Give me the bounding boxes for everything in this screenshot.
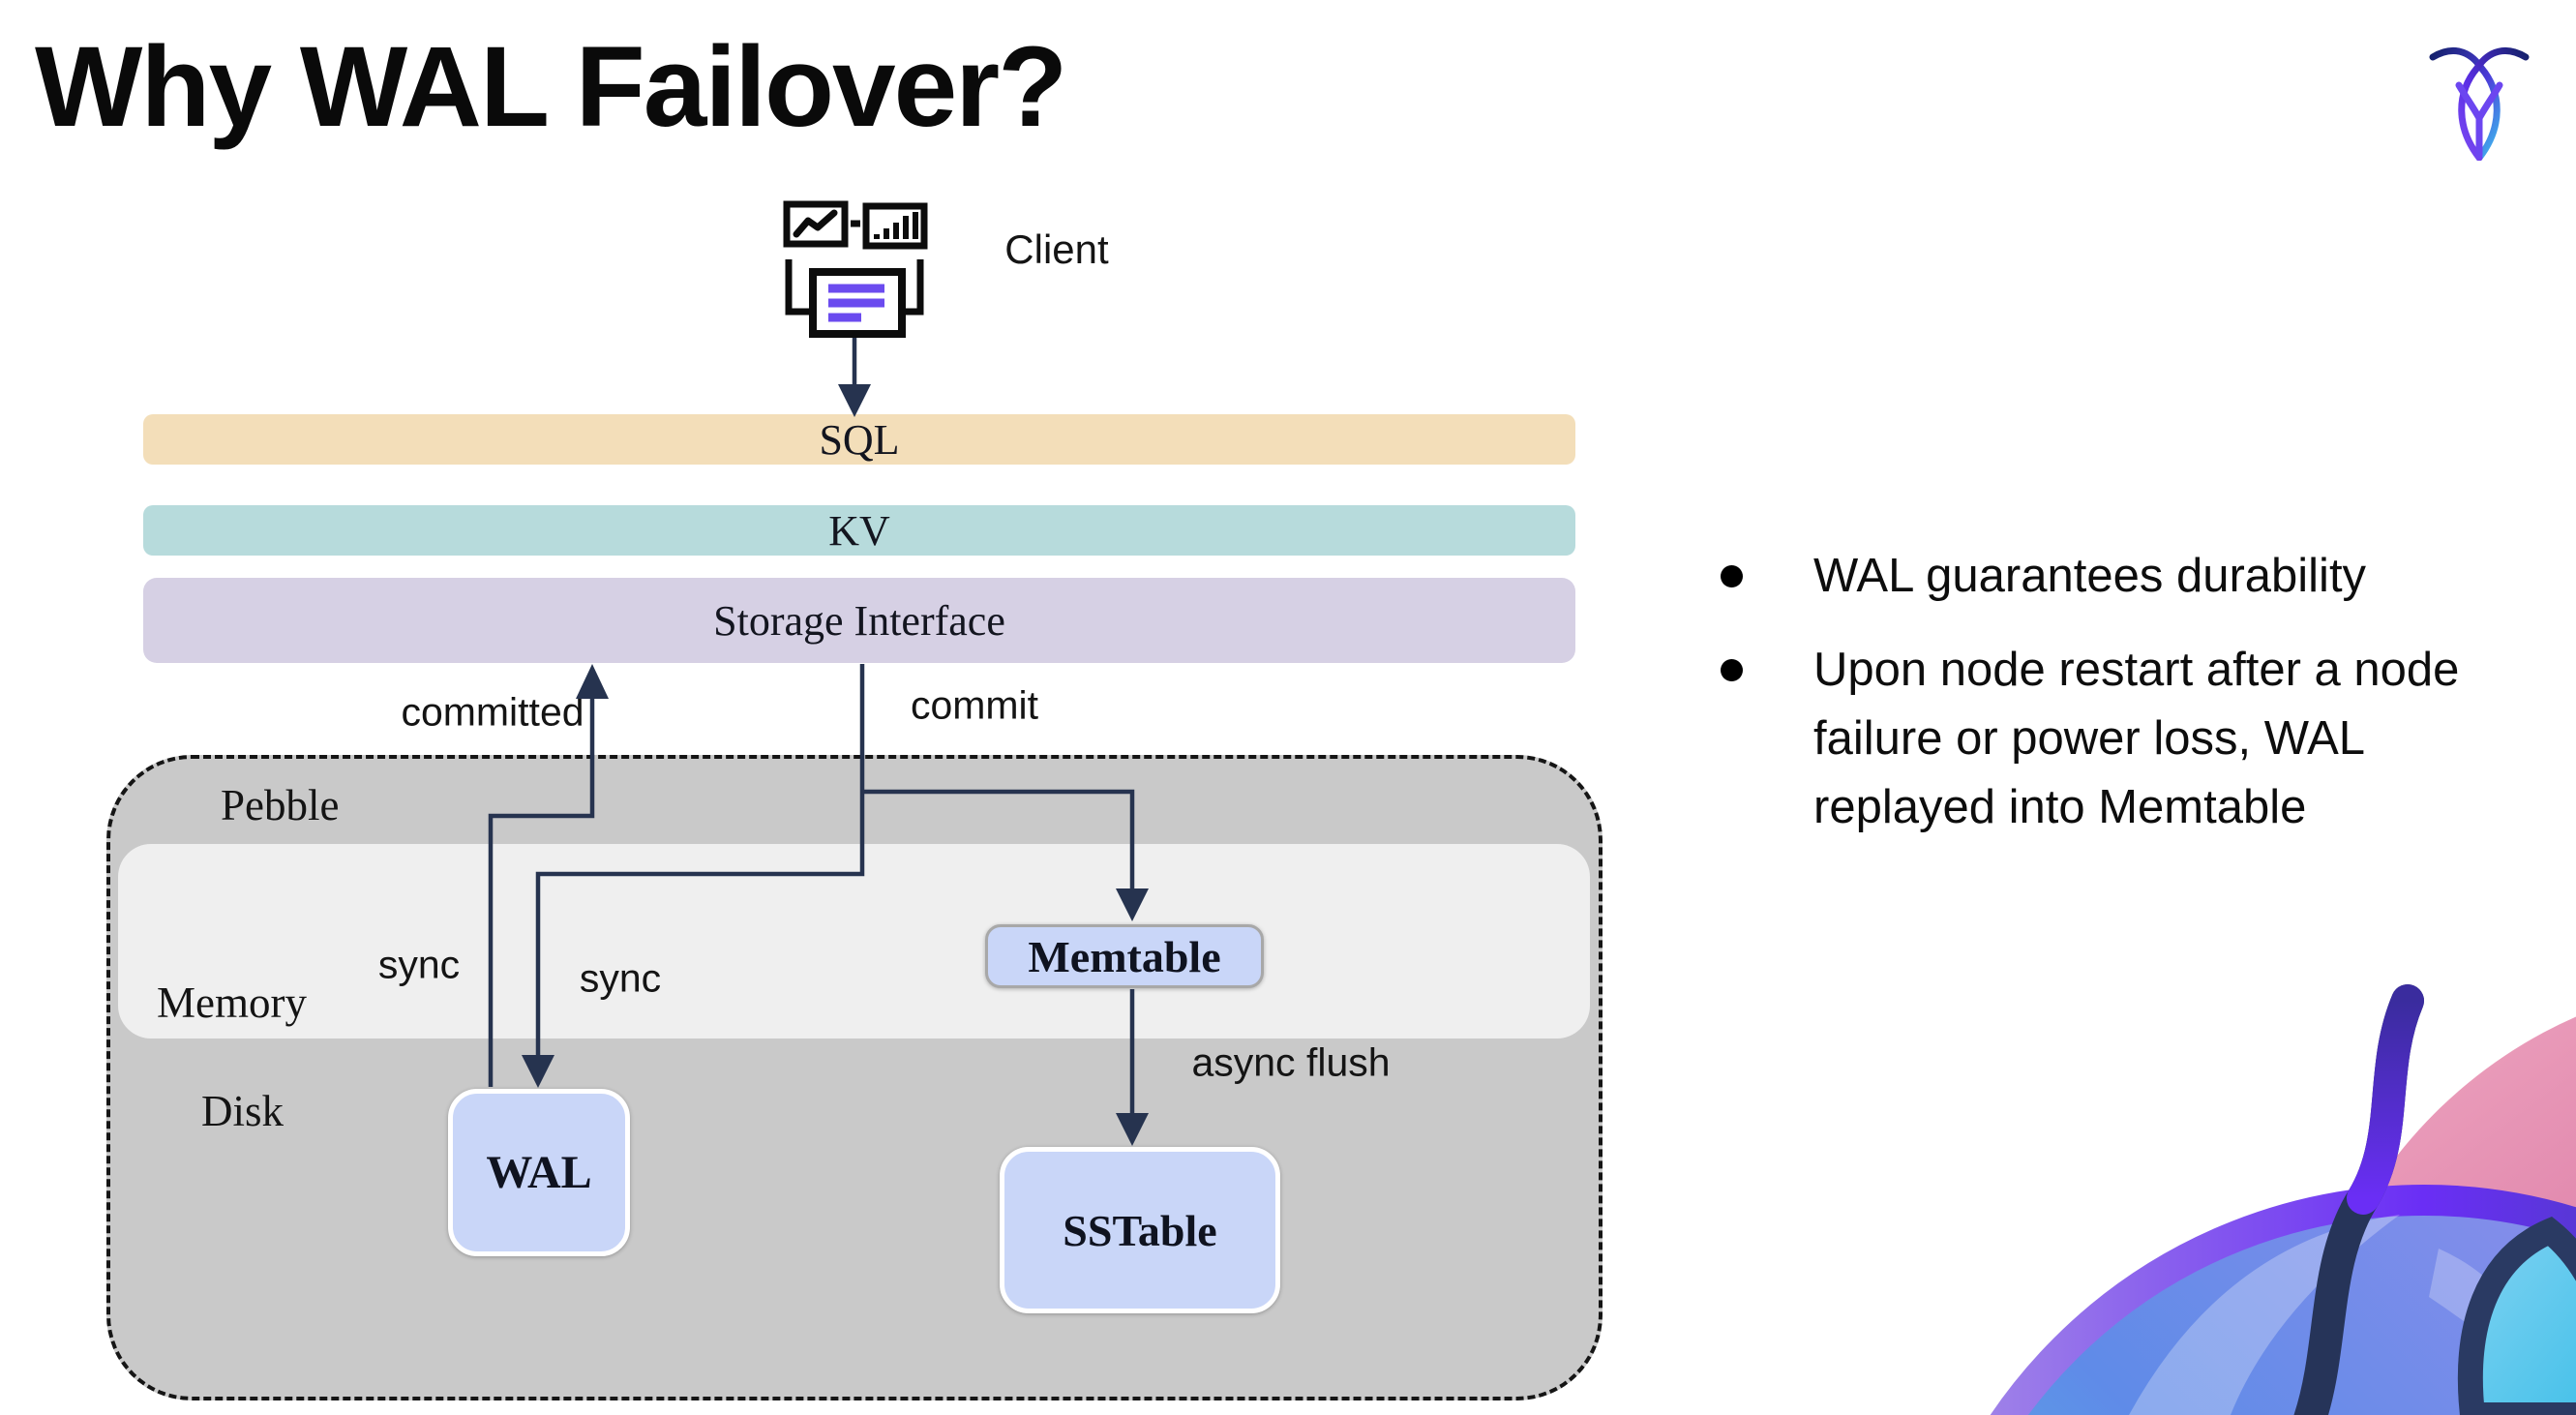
sstable-node: SSTable [1000,1147,1280,1313]
sstable-node-label: SSTable [1063,1205,1217,1255]
client-label: Client [1004,226,1109,272]
layer-label-storage-interface: Storage Interface [713,596,1005,645]
memtable-node-label: Memtable [1028,931,1221,981]
bullet-dot [1721,565,1743,587]
bullet-text: Upon node restart after a node failure o… [1813,644,2460,833]
purple-stem-curve [2347,984,2424,1215]
document-lines-icon [809,268,906,338]
line-chart-icon [783,200,849,248]
wal-node: WAL [448,1089,630,1256]
bar-chart-icon [862,202,928,250]
layer-bar-kv: KV [143,505,1575,556]
list-item: WAL guarantees durability [1715,542,2489,611]
layer-bar-storage-interface: Storage Interface [143,578,1575,663]
notes-list: WAL guarantees durability Upon node rest… [1715,542,2489,842]
memory-zone-label: Memory [157,978,307,1027]
edge-label-sync-ack: sync [377,942,461,987]
edge-label-sync-write: sync [579,955,662,1001]
list-item: Upon node restart after a node failure o… [1715,636,2489,842]
layer-label-kv: KV [828,506,890,555]
bracket-left [785,259,810,316]
blue-sphere [1990,1185,2576,1415]
edge-label-committed: committed [401,689,584,735]
layer-label-sql: SQL [819,415,900,464]
edge-label-async-flush: async flush [1191,1039,1391,1085]
bracket-right [899,259,924,316]
wal-node-label: WAL [486,1147,592,1198]
brand-artwork-decoration [1984,968,2576,1415]
memory-zone [118,844,1590,1039]
client-workstation-icon [780,196,929,339]
page-title: Why WAL Failover? [35,23,1067,151]
bullet-text: WAL guarantees durability [1813,550,2367,602]
arrowhead-client [838,384,871,417]
edge-label-commit: commit [910,682,1039,728]
cockroachdb-logo-icon [2429,41,2530,161]
leaf-shape [2457,1216,2576,1415]
memtable-node: Memtable [985,924,1264,988]
layer-bar-sql: SQL [143,414,1575,465]
bullet-dot [1721,659,1743,681]
disk-zone-label: Disk [201,1087,285,1135]
pebble-label: Pebble [221,781,340,829]
